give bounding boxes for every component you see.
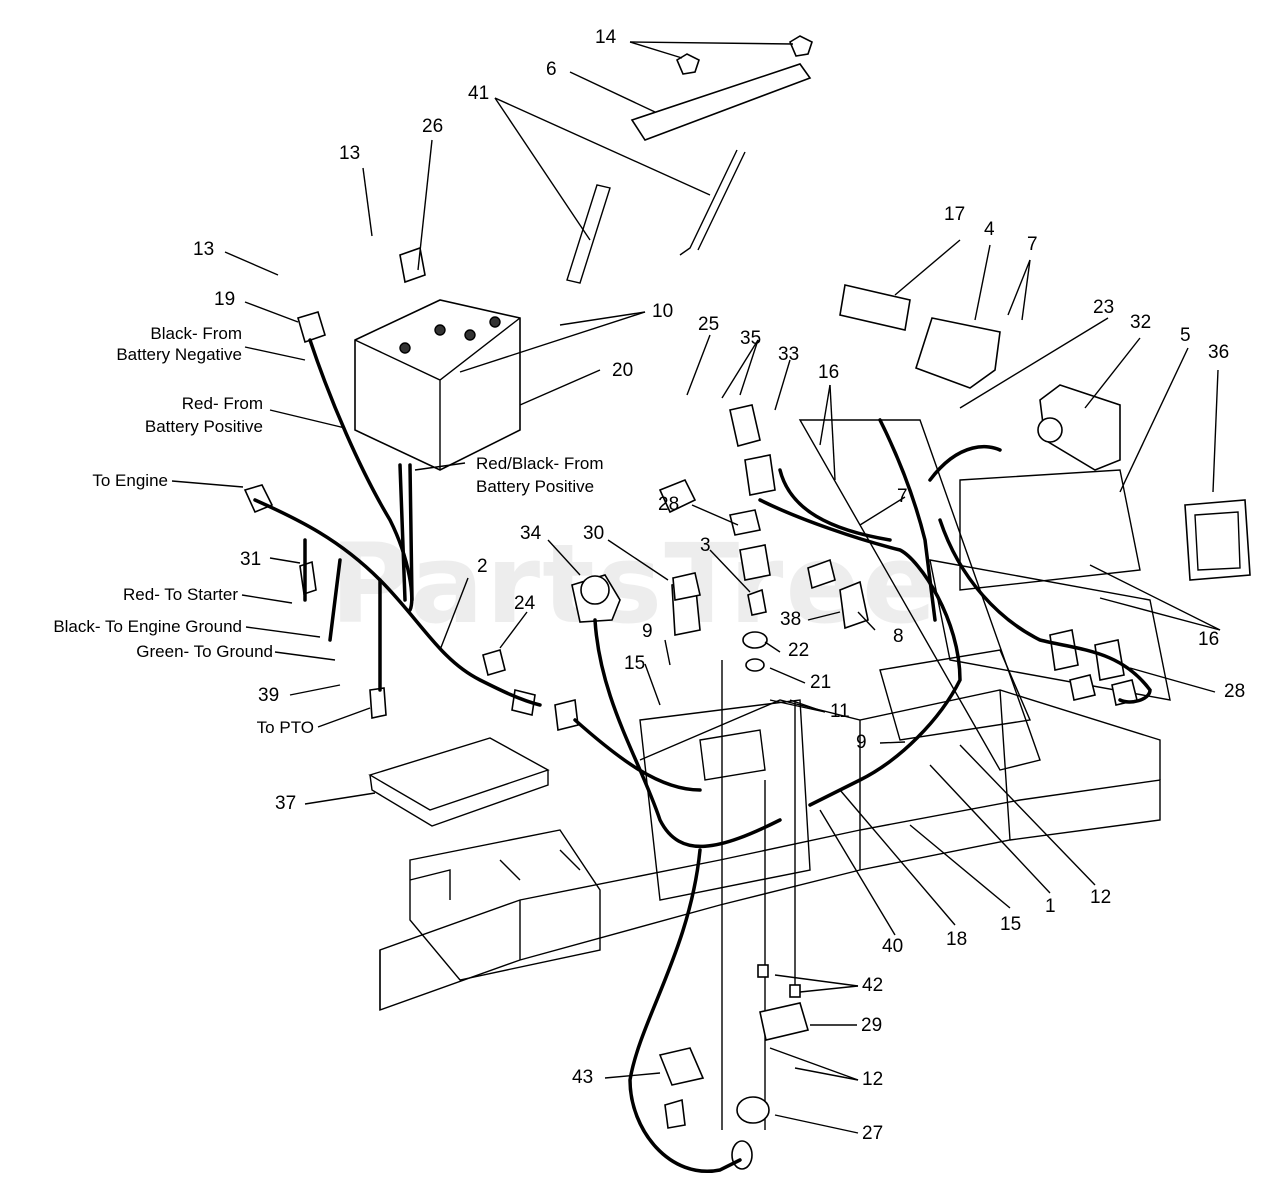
part-number-7: 7 [1027,234,1038,255]
part-number-38: 38 [780,609,802,630]
wire-label-green-to-ground: Green- To Ground [136,642,273,661]
wire-label-to-engine: To Engine [92,471,168,490]
hold-down-bracket [630,35,813,141]
part-number-9: 9 [642,621,653,642]
watermark: PartsTree [330,520,939,648]
wire-label-to-pto: To PTO [256,718,314,737]
headlight-assembly [1037,384,1251,581]
part-number-33: 33 [778,344,800,365]
part-number-16: 16 [1198,629,1220,650]
wire-label-black-negative-line2: Battery Negative [116,345,242,364]
switches [243,246,1138,1170]
part-number-12: 12 [1090,887,1112,908]
wire-label-black-engine-ground: Black- To Engine Ground [53,617,242,636]
part-number-34: 34 [520,523,542,544]
wire-label-red-to-starter: Red- To Starter [123,585,238,604]
part-number-1: 1 [1045,896,1056,917]
part-number-41: 41 [468,83,490,104]
part-number-43: 43 [572,1067,594,1088]
part-number-3: 3 [700,535,711,556]
fuse-block [839,284,1001,389]
part-number-42: 42 [862,975,884,996]
part-number-31: 31 [240,549,262,570]
wire-label-red-positive-line2: Battery Positive [144,417,263,436]
part-number-22: 22 [788,640,810,661]
part-number-13: 13 [339,143,361,164]
part-number-7: 7 [897,486,908,507]
wire-label-redblack-positive-line1: Red/Black- From [476,454,604,473]
part-number-16: 16 [818,362,840,383]
battery [354,299,521,471]
part-number-15: 15 [624,653,646,674]
part-number-9: 9 [856,732,867,753]
part-number-19: 19 [214,289,236,310]
part-number-4: 4 [984,219,995,240]
part-number-8: 8 [893,626,904,647]
part-number-18: 18 [946,929,968,950]
part-number-28: 28 [1224,681,1246,702]
part-number-23: 23 [1093,297,1115,318]
part-number-15: 15 [1000,914,1022,935]
part-number-28: 28 [658,494,680,515]
part-number-24: 24 [514,593,536,614]
part-number-40: 40 [882,936,904,957]
part-number-6: 6 [546,59,557,80]
part-number-27: 27 [862,1123,884,1144]
wire-label-red-positive-line1: Red- From [181,394,263,413]
part-number-37: 37 [275,793,297,814]
part-number-13: 13 [193,239,215,260]
wire-harness [253,338,1152,1174]
leader-lines [171,41,1221,1134]
part-number-2: 2 [477,556,488,577]
part-number-17: 17 [944,204,966,225]
hold-down-rods [566,149,746,284]
part-number-20: 20 [612,360,634,381]
wire-label-redblack-positive-line2: Battery Positive [476,477,595,496]
part-number-25: 25 [698,314,720,335]
part-number-26: 26 [422,116,444,137]
wire-label-black-negative-line1: Black- From [150,324,242,343]
part-number-35: 35 [740,328,762,349]
part-number-30: 30 [583,523,605,544]
part-number-5: 5 [1180,325,1191,346]
part-number-32: 32 [1130,312,1152,333]
part-number-29: 29 [861,1015,883,1036]
part-number-11: 11 [830,701,850,722]
part-number-39: 39 [258,685,280,706]
part-number-14: 14 [595,27,617,48]
part-number-12: 12 [862,1069,884,1090]
part-number-21: 21 [810,672,832,693]
part-number-10: 10 [652,301,674,322]
part-number-36: 36 [1208,342,1230,363]
